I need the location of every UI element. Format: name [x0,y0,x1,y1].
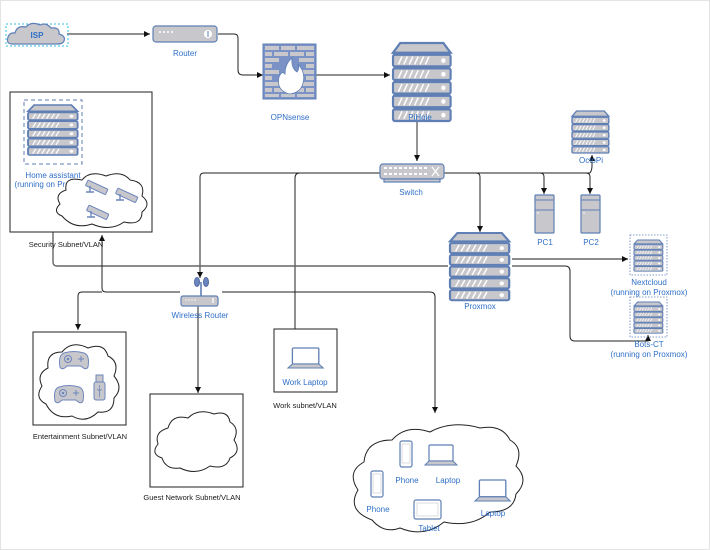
entertainment-subnet-label: Entertainment Subnet/VLAN [33,432,127,441]
work-subnet-label: Work subnet/VLAN [273,401,337,410]
switch-label: Switch [399,188,423,197]
server-icon [571,110,610,154]
pc-tower-icon [580,194,601,234]
switch-icon [379,163,445,183]
device-label: Laptop [481,509,506,518]
pc-tower-icon [534,194,555,234]
router-icon [152,25,218,43]
edge-proxmox-home-assistant [50,168,448,267]
wireless-router-node[interactable]: Wireless Router [172,277,229,321]
selection-outline [629,234,668,276]
bots-ct-sublabel: (running on Proxmox) [611,350,688,359]
octopi-label: OctoPi [579,156,603,165]
edge-wireless-entertainment [75,291,102,330]
selection-outline [23,99,83,165]
pc1-node[interactable]: PC1 [534,194,555,247]
proxmox-label: Proxmox [464,302,496,311]
pihole-node[interactable]: PiHole [391,41,452,123]
device-label: Laptop [436,476,461,485]
edge-wireless-devices [222,291,438,413]
gamepad-icon [59,351,89,370]
security-subnet[interactable]: Home assistant (running on Proxmox) Secu… [9,91,153,249]
proxmox-node[interactable]: Proxmox [448,231,511,311]
connection-lines [50,31,651,413]
device-label: Phone [395,476,419,485]
cloud-icon [6,22,66,45]
tablet-icon [413,499,442,520]
wireless-router-icon [180,277,219,307]
server-icon [633,301,664,334]
bots-ct-node[interactable]: Bots-CT (running on Proxmox) [611,296,688,359]
server-icon [448,231,511,302]
phone-icon [370,470,384,498]
edge-switch-pc1 [539,172,547,194]
edge-switch-work-laptop [292,172,301,360]
edge-proxmox-bots-ct [512,265,651,342]
security-subnet-label: Security Subnet/VLAN [29,240,104,249]
isp-label: ISP [31,31,45,40]
edge-router-opnsense [218,33,263,78]
wireless-router-label: Wireless Router [172,311,229,320]
home-assistant-sublabel: (running on Proxmox) [15,180,92,189]
device-label: Tablet [418,524,440,533]
usb-stick-icon [93,374,106,401]
laptop-icon [474,479,511,502]
router-node[interactable]: Router [152,25,218,58]
pc2-node[interactable]: PC2 [580,194,601,247]
selection-outline [629,296,668,338]
entertainment-subnet[interactable]: Entertainment Subnet/VLAN [32,331,127,441]
selection-outline [5,23,69,47]
edge-switch-octopi [589,155,595,174]
bots-ct-label: Bots-CT [634,340,663,349]
gamepad-icon [54,385,84,404]
work-laptop-label: Work Laptop [282,378,328,387]
nextcloud-node[interactable]: Nextcloud (running on Proxmox) [611,234,688,297]
edge-wireless-security [99,235,180,293]
security-cloud [56,173,148,228]
edge-switch-proxmox [475,172,483,232]
device-label: Phone [366,505,390,514]
isp-node[interactable]: ISP [5,22,69,47]
devices-cloud [352,424,524,533]
opnsense-node[interactable]: OPNsense [262,43,317,122]
nextcloud-sublabel: (running on Proxmox) [611,288,688,297]
server-icon [391,41,452,123]
pc1-label: PC1 [537,238,553,247]
devices-subnet[interactable]: Phone Laptop Phone Tablet Laptop [352,424,524,533]
guest-subnet[interactable]: Guest Network Subnet/VLAN [143,393,244,502]
edge-switch-wireless-router [197,172,380,278]
work-subnet[interactable]: Work Laptop Work subnet/VLAN [273,328,338,410]
switch-node[interactable]: Switch [379,163,445,197]
laptop-icon [287,347,324,369]
guest-subnet-label: Guest Network Subnet/VLAN [143,493,240,502]
laptop-icon [424,444,458,466]
edge-switch-pc2 [585,172,593,194]
phone-icon [399,440,413,468]
router-label: Router [173,49,197,58]
firewall-icon [262,43,317,100]
server-icon [633,239,664,272]
home-assistant-label: Home assistant [25,171,81,180]
guest-cloud [154,411,238,472]
octopi-node[interactable]: OctoPi [571,110,610,165]
pc2-label: PC2 [583,238,599,247]
nextcloud-label: Nextcloud [631,278,667,287]
pihole-label: PiHole [408,113,432,122]
server-icon [27,104,79,156]
opnsense-label: OPNsense [271,113,310,122]
